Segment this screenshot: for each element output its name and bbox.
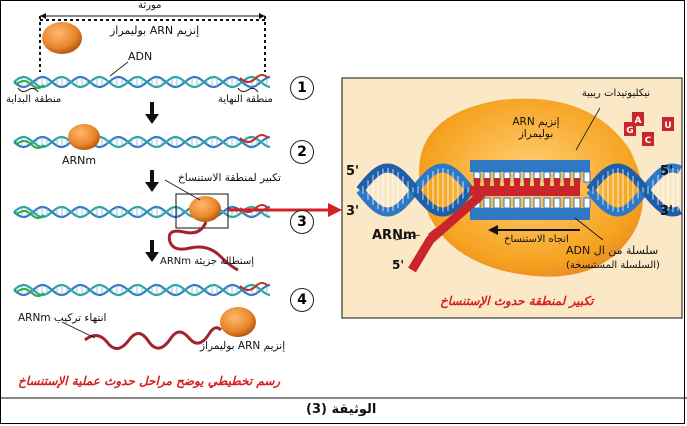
left-caption: رسم تخطيطي يوضح مراحل حدوث عملية الإستنس… <box>18 374 281 388</box>
step-number-4: 4 <box>290 288 314 312</box>
nucleotide-letter: A <box>635 116 642 126</box>
nucleotide-c <box>642 132 654 146</box>
rna-polymerase-enzyme-3 <box>189 196 221 222</box>
mrna-released <box>84 326 223 350</box>
arnm-label-large: ARNm <box>372 228 417 243</box>
rna-polymerase-enzyme-1 <box>42 22 82 54</box>
arnm-label-step2: ARNm <box>62 154 97 167</box>
step-number-3: 3 <box>290 210 314 234</box>
gene-label: مورثة <box>138 0 162 11</box>
five-prime-right: 5' <box>660 164 674 179</box>
enzyme-label-1: إنزيم ARN بوليمراز <box>110 24 200 37</box>
free-nucleotides: G CA U <box>624 112 674 146</box>
step-number-2: 2 <box>290 140 314 164</box>
enzyme-label-4: إنزيم ARN بوليمراز <box>200 340 286 352</box>
direction-label: اتجاه الاستنساخ <box>504 234 569 245</box>
start-region-label: منطقة البداية <box>6 94 62 105</box>
three-prime-left: 3' <box>346 204 360 219</box>
nucleotide-a <box>632 112 644 126</box>
nucleotide-letter: U <box>664 121 671 131</box>
strand-label-2: (السلسلة المستنسخة) <box>566 260 660 271</box>
adn-label: ADN <box>128 50 153 63</box>
strand-label-1: سلسلة من ال ADN <box>566 244 659 257</box>
end-region-brace <box>237 87 259 93</box>
nucleotide-letter: G <box>626 126 633 136</box>
end-synthesis-label: انتهاء تركيب ARNm <box>18 312 107 324</box>
five-prime-left: 5' <box>346 164 360 179</box>
large-enzyme-label: إنزيم ARN بوليمراز <box>512 116 560 140</box>
mrna-exit <box>408 192 486 273</box>
elongation-label: إستطالة جزيئة ARNm <box>160 256 255 267</box>
step-number-1: 1 <box>290 76 314 100</box>
rna-polymerase-enzyme-2 <box>68 124 100 150</box>
mrna-elongating <box>167 221 239 272</box>
rna-strand <box>470 178 580 196</box>
nucleotide-u <box>662 117 674 131</box>
end-region-label: منطقة النهاية <box>218 94 273 105</box>
dna-strands <box>13 74 271 297</box>
nucleotides-label: نيكليوتيدات ريبية <box>581 88 651 99</box>
zoom-region-label: تكبير لمنطقة الاستنساخ <box>178 172 281 184</box>
document-label: الوثيقة (3) <box>306 402 377 417</box>
step-arrows <box>145 102 159 262</box>
three-prime-right: 3' <box>660 204 674 219</box>
rna-polymerase-enzyme-4 <box>220 307 256 337</box>
large-dna-helix <box>356 163 682 217</box>
nucleotide-letter: C <box>645 136 652 146</box>
five-prime-mrna: 5' <box>392 258 405 272</box>
right-caption: تكبير لمنطقة حدوث الإستنساخ <box>440 294 594 308</box>
start-region-brace <box>17 87 39 93</box>
gene-bracket <box>39 13 266 72</box>
